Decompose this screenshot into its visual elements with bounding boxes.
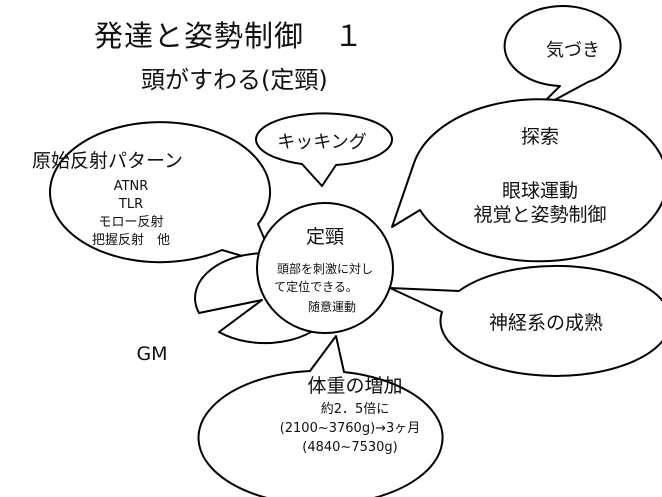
- page-subtitle: 頭がすわる(定頸): [141, 66, 328, 94]
- nervous-system-label: 神経系の成熟: [488, 312, 604, 334]
- primitive-reflex-heading: 原始反射パターン: [32, 150, 184, 172]
- center-circle: [256, 202, 394, 334]
- awareness-label: 気づき: [546, 40, 600, 61]
- kicking-label: キッキング: [277, 132, 367, 153]
- center-line-3: 随意運動: [307, 300, 357, 314]
- exploration-visual-posture: 視覚と姿勢制御: [473, 204, 607, 226]
- weight-heading: 体重の増加: [307, 375, 403, 397]
- kicking-bubble: [255, 112, 394, 187]
- awareness-bubble: [503, 5, 622, 111]
- weight-line-3: (4840~7530g): [302, 440, 398, 455]
- center-line-1: 頭部を刺激に対し: [276, 262, 374, 276]
- center-heading: 定頸: [305, 226, 345, 248]
- page-title: 発達と姿勢制御 １: [94, 19, 365, 53]
- reflex-item-tlr: TLR: [118, 197, 144, 212]
- reflex-item-moro: モロー反射: [98, 215, 164, 230]
- exploration-eye-movement: 眼球運動: [501, 180, 579, 202]
- gm-label: GM: [136, 343, 168, 365]
- exploration-bubble: [391, 98, 662, 263]
- nervous-system-bubble: [389, 264, 662, 377]
- exploration-heading: 探索: [520, 126, 560, 148]
- primitive-reflex-bubble: [49, 121, 277, 267]
- weight-line-2: (2100~3760g)→3ヶ月: [279, 421, 421, 436]
- reflex-item-atnr: ATNR: [113, 179, 149, 194]
- reflex-item-grasp: 把握反射 他: [91, 233, 171, 248]
- center-line-2: て定位できる。: [274, 280, 358, 294]
- weight-line-1: 約2．5倍に: [320, 402, 390, 417]
- weight-bubble: [197, 335, 444, 497]
